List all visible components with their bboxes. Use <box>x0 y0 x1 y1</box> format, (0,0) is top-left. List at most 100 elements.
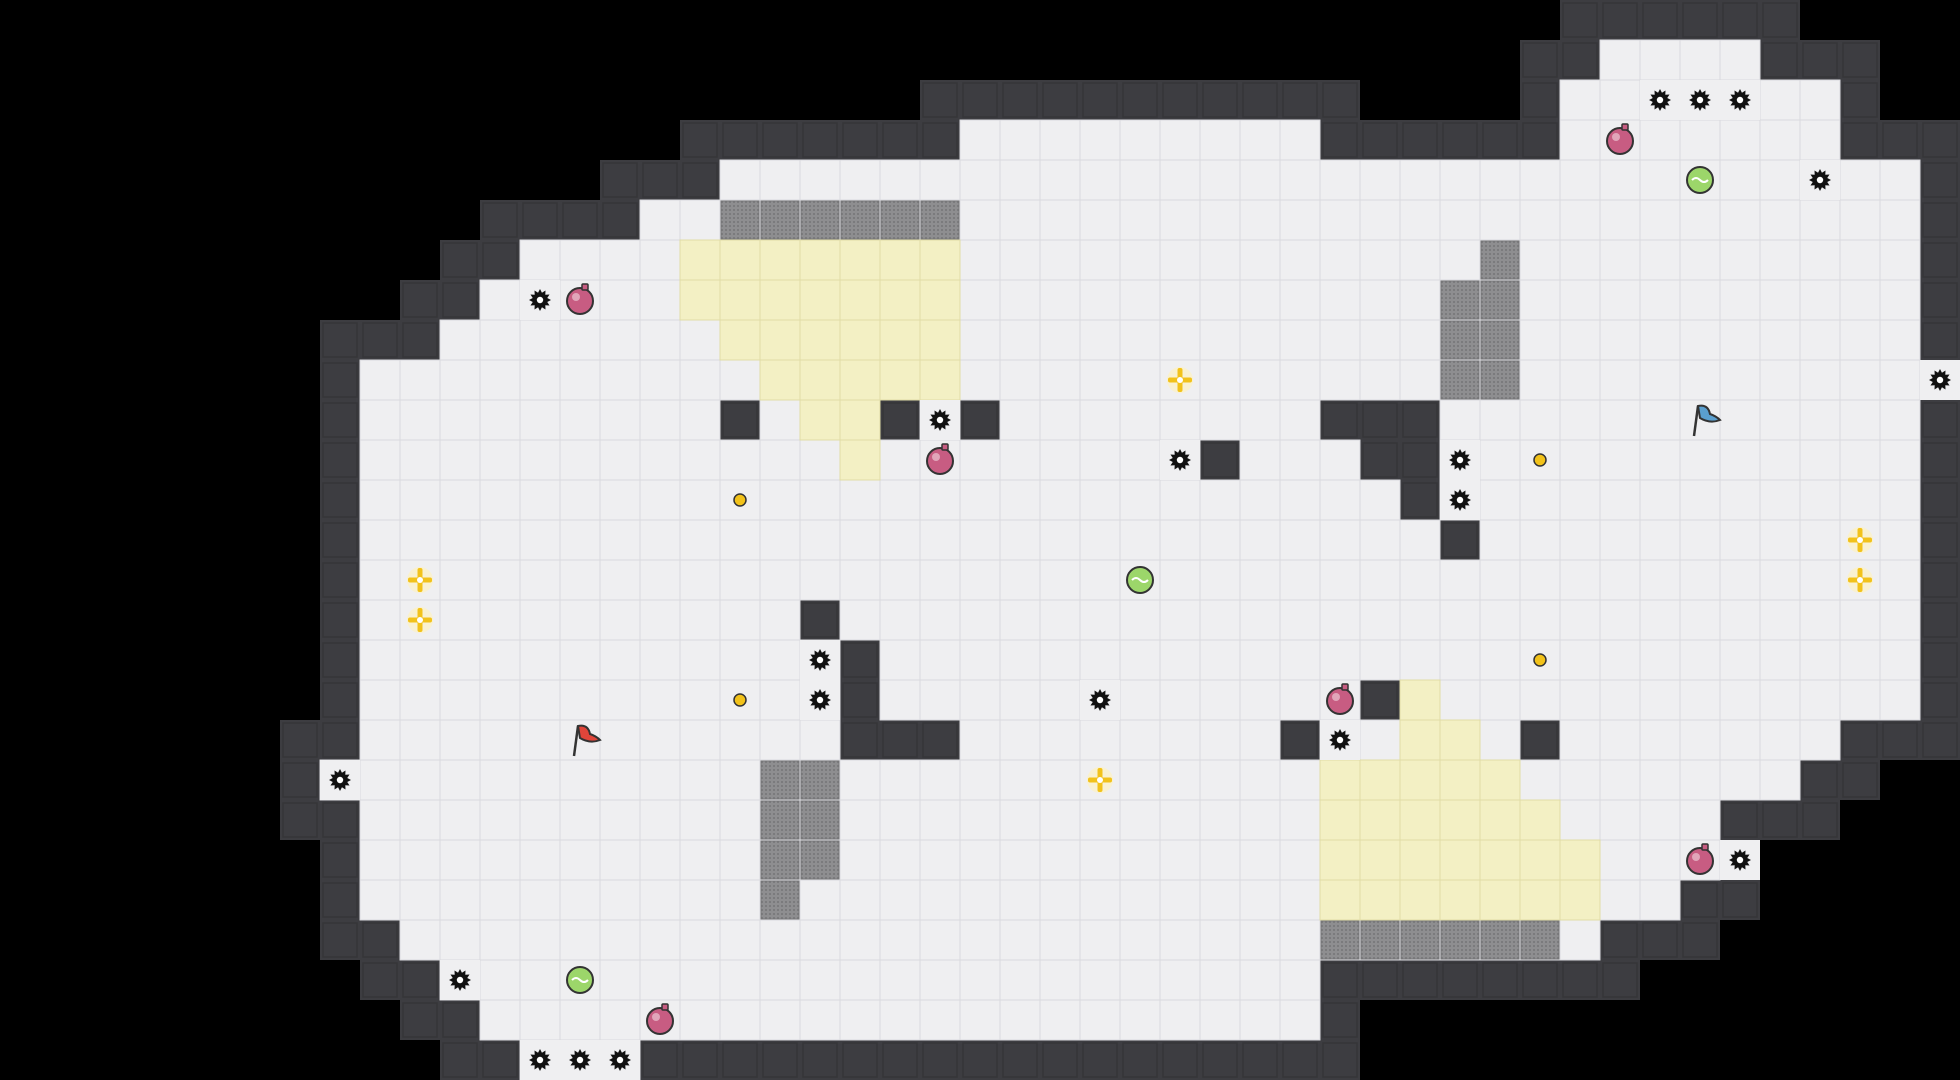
floor-tile <box>1559 479 1601 521</box>
wall-bevel <box>1082 82 1118 118</box>
floor-tile <box>359 599 401 641</box>
wall-tile <box>840 680 880 720</box>
floor-tile <box>1519 399 1561 441</box>
floor-tile <box>1159 279 1201 321</box>
floor-tile <box>959 679 1001 721</box>
pink-potion-icon[interactable] <box>1326 683 1354 715</box>
floor-tile <box>359 439 401 481</box>
green-orb-icon[interactable] <box>1126 566 1154 594</box>
pink-potion-icon[interactable] <box>926 443 954 475</box>
blue-flag-icon[interactable] <box>1692 404 1722 437</box>
sand-tile <box>1319 879 1361 921</box>
floor-tile <box>1839 199 1881 241</box>
wall-tile <box>1920 680 1960 720</box>
wall-bevel <box>1522 722 1558 758</box>
sand-tile <box>799 319 841 361</box>
red-flag-icon[interactable] <box>572 724 602 757</box>
floor-tile <box>1279 199 1321 241</box>
coin-icon[interactable] <box>733 693 747 707</box>
cross-powerup-icon[interactable] <box>1847 567 1873 593</box>
floor-tile <box>1159 719 1201 761</box>
gear-icon <box>1800 160 1840 200</box>
floor-tile <box>1799 719 1841 761</box>
floor-tile <box>919 159 961 201</box>
floor-tile <box>599 919 641 961</box>
floor-tile <box>1039 839 1081 881</box>
cross-powerup-icon[interactable] <box>1087 767 1113 793</box>
floor-tile <box>759 559 801 601</box>
floor-tile <box>1199 239 1241 281</box>
cross-powerup-icon[interactable] <box>1847 527 1873 553</box>
floor-tile <box>1879 679 1921 721</box>
grate-tile <box>800 800 840 840</box>
pink-potion-icon[interactable] <box>1686 843 1714 875</box>
floor-tile <box>919 879 961 921</box>
wall-tile <box>320 920 360 960</box>
floor-tile <box>1239 879 1281 921</box>
wall-tile <box>680 160 720 200</box>
wall-tile <box>1920 200 1960 240</box>
coin-icon[interactable] <box>1533 453 1547 467</box>
floor-tile <box>1639 639 1681 681</box>
floor-tile <box>1119 359 1161 401</box>
floor-tile <box>999 479 1041 521</box>
wall-tile <box>720 1040 760 1080</box>
wall-bevel <box>522 202 558 238</box>
floor-tile <box>1759 199 1801 241</box>
floor-tile <box>559 519 601 561</box>
wall-tile <box>1320 80 1360 120</box>
floor-tile <box>1039 239 1081 281</box>
floor-tile <box>719 439 761 481</box>
cross-powerup-icon[interactable] <box>407 607 433 633</box>
floor-tile <box>559 239 601 281</box>
wall-tile <box>1640 920 1680 960</box>
floor-tile <box>519 439 561 481</box>
cross-powerup-icon[interactable] <box>407 567 433 593</box>
wall-bevel <box>1842 42 1878 78</box>
wall-tile <box>800 600 840 640</box>
green-orb-icon[interactable] <box>566 966 594 994</box>
floor-tile <box>1759 519 1801 561</box>
wall-bevel <box>602 202 638 238</box>
floor-tile <box>1439 239 1481 281</box>
coin-icon[interactable] <box>733 493 747 507</box>
floor-tile <box>1399 559 1441 601</box>
floor-tile <box>1719 719 1761 761</box>
gear-icon <box>1440 480 1480 520</box>
wall-tile <box>1320 1000 1360 1040</box>
coin-icon[interactable] <box>1533 653 1547 667</box>
wall-bevel <box>322 522 358 558</box>
floor-tile <box>1599 559 1641 601</box>
wall-bevel <box>962 402 998 438</box>
pink-potion-icon[interactable] <box>566 283 594 315</box>
floor-tile <box>1599 839 1641 881</box>
wall-tile <box>480 200 520 240</box>
floor-tile <box>1159 199 1201 241</box>
floor-tile <box>1519 159 1561 201</box>
floor-tile <box>519 639 561 681</box>
floor-tile <box>1119 279 1161 321</box>
floor-tile <box>879 479 921 521</box>
floor-tile <box>1439 599 1481 641</box>
floor-tile <box>1879 239 1921 281</box>
wall-bevel <box>1002 82 1038 118</box>
floor-tile <box>1599 639 1641 681</box>
floor-tile <box>1239 319 1281 361</box>
floor-tile <box>1639 839 1681 881</box>
pink-potion-icon[interactable] <box>646 1003 674 1035</box>
sand-tile <box>839 439 881 481</box>
floor-tile <box>1799 559 1841 601</box>
grate-tile <box>1480 280 1520 320</box>
wall-tile <box>1920 640 1960 680</box>
cross-powerup-icon[interactable] <box>1167 367 1193 393</box>
floor-tile <box>1159 879 1201 921</box>
wall-bevel <box>842 1042 878 1078</box>
pink-potion-icon[interactable] <box>1606 123 1634 155</box>
green-orb-icon[interactable] <box>1686 166 1714 194</box>
sand-tile <box>1359 879 1401 921</box>
wall-tile <box>640 1040 680 1080</box>
wall-bevel <box>1802 762 1838 798</box>
wall-bevel <box>1402 482 1438 518</box>
floor-tile <box>839 919 881 961</box>
floor-tile <box>1519 679 1561 721</box>
